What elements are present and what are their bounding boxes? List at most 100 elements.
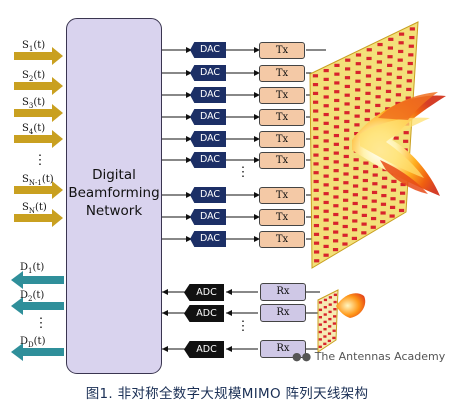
ellipsis-mark: ⋮ xyxy=(237,319,250,334)
dac-block: DAC xyxy=(190,231,226,247)
array-element xyxy=(328,317,332,321)
array-element xyxy=(389,205,396,210)
array-element xyxy=(333,300,337,304)
arrowhead xyxy=(186,70,192,76)
array-element xyxy=(353,166,359,171)
array-element xyxy=(323,68,329,73)
arrowhead xyxy=(162,310,168,316)
array-element xyxy=(313,109,319,113)
array-element xyxy=(354,97,361,101)
array-element xyxy=(407,70,413,74)
array-element xyxy=(314,250,320,254)
signal-label: S1(t) xyxy=(22,40,45,53)
array-element xyxy=(386,72,392,76)
signal-argument: (t) xyxy=(32,290,45,301)
arrowhead xyxy=(186,136,192,142)
array-element xyxy=(388,37,394,41)
arrowhead xyxy=(186,114,192,120)
array-element xyxy=(380,220,386,224)
array-element xyxy=(323,165,329,169)
array-element xyxy=(342,207,349,211)
array-element xyxy=(323,200,329,205)
array-element xyxy=(391,179,397,184)
array-element xyxy=(387,55,393,59)
array-element xyxy=(354,114,360,118)
input-arrow xyxy=(14,130,63,148)
array-element xyxy=(361,222,367,226)
array-element xyxy=(332,248,339,252)
array-element xyxy=(395,101,401,106)
array-element xyxy=(398,208,405,213)
array-element xyxy=(344,111,350,115)
array-element xyxy=(355,53,362,57)
dac-block: DAC xyxy=(190,209,226,225)
tx-block: Tx xyxy=(259,109,305,126)
arrowhead xyxy=(254,157,260,163)
array-element xyxy=(333,186,339,190)
signal-argument: (t) xyxy=(32,262,45,273)
array-element xyxy=(332,322,336,325)
array-element xyxy=(323,244,329,249)
figure-caption: 图1. 非对称全数字大规模MIMO 阵列天线架构 xyxy=(85,386,369,402)
output-arrow xyxy=(11,271,64,289)
array-element xyxy=(396,75,402,80)
array-element xyxy=(382,176,388,180)
output-arrow xyxy=(11,343,64,361)
array-element xyxy=(328,325,332,328)
array-element xyxy=(342,242,348,246)
ellipsis-mark: ⋮ xyxy=(34,153,47,168)
array-element xyxy=(366,48,372,52)
array-element xyxy=(333,195,339,199)
array-element xyxy=(323,130,329,134)
arrowhead xyxy=(226,310,232,316)
array-element xyxy=(351,236,357,241)
array-element xyxy=(377,42,383,47)
arrowhead xyxy=(186,192,192,198)
array-element xyxy=(353,158,359,162)
array-element xyxy=(313,100,319,104)
array-element xyxy=(314,259,320,263)
array-element xyxy=(398,49,404,54)
array-element xyxy=(375,86,382,90)
array-element xyxy=(333,125,340,129)
array-element xyxy=(318,308,323,312)
arrowhead xyxy=(254,136,260,142)
array-element xyxy=(352,201,358,206)
array-element xyxy=(318,316,323,319)
array-element xyxy=(312,74,319,78)
array-element xyxy=(385,89,392,94)
array-element xyxy=(355,70,361,75)
array-element xyxy=(343,189,349,194)
signal-label: SN-1(t) xyxy=(22,174,54,187)
array-element xyxy=(313,144,319,148)
dac-block: DAC xyxy=(190,187,226,203)
signal-label: D2(t) xyxy=(20,290,44,303)
array-element xyxy=(334,63,340,67)
array-element xyxy=(390,197,396,201)
array-element xyxy=(355,62,361,66)
array-element xyxy=(409,27,415,31)
array-element xyxy=(395,93,402,97)
array-element xyxy=(397,58,403,62)
arrowhead xyxy=(254,236,260,242)
array-element xyxy=(342,216,348,220)
array-element xyxy=(323,313,327,316)
arrowhead xyxy=(162,289,168,295)
array-element xyxy=(318,345,322,349)
array-element xyxy=(323,86,329,90)
ellipsis-mark: ⋮ xyxy=(35,316,48,331)
array-element xyxy=(362,196,368,200)
array-element xyxy=(333,230,339,234)
array-element xyxy=(323,218,329,222)
signal-argument: (t) xyxy=(33,40,46,51)
arrowhead xyxy=(186,92,192,98)
array-element xyxy=(312,91,319,96)
dac-block: DAC xyxy=(190,65,226,81)
array-element xyxy=(318,301,323,304)
signal-subscript: 4 xyxy=(28,128,34,136)
array-element xyxy=(344,84,350,89)
array-element xyxy=(313,179,319,184)
rx-antenna-array xyxy=(317,289,366,353)
array-element xyxy=(343,172,349,176)
input-arrow xyxy=(14,209,63,227)
